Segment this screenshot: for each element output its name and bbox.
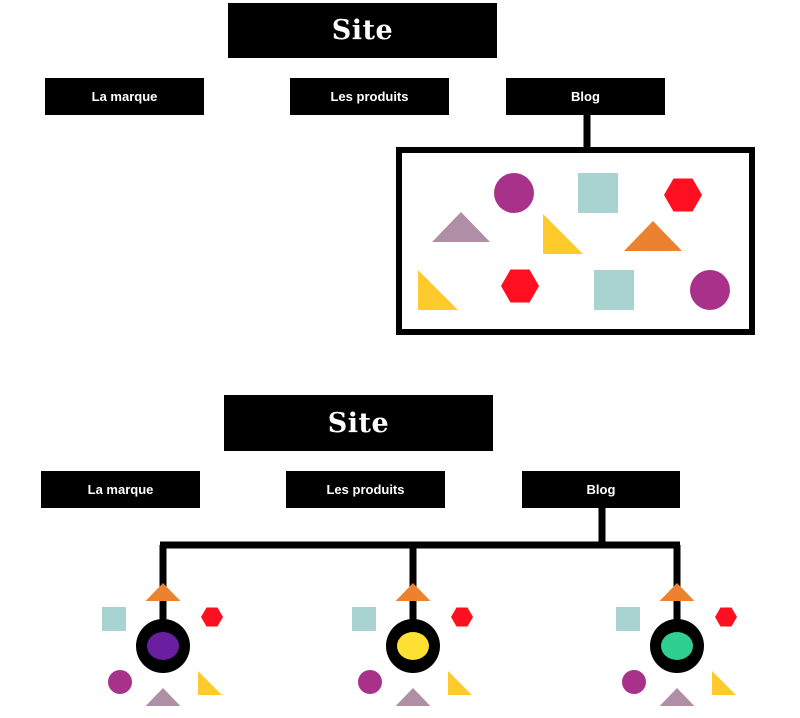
right-triangle-shape <box>448 671 472 695</box>
nav-blog-bottom: Blog <box>522 471 680 508</box>
nav-la-marque-top: La marque <box>45 78 204 115</box>
right-triangle-shape <box>712 671 736 695</box>
tree-connectors <box>159 508 681 622</box>
nav-les-produits-bottom: Les produits <box>286 471 445 508</box>
triangle-shape <box>659 583 695 601</box>
circle-shape <box>494 173 534 213</box>
square-shape <box>352 607 376 631</box>
hexagon-shape <box>664 178 702 212</box>
hexagon-shape <box>501 269 539 303</box>
circle-shape <box>358 670 382 694</box>
triangle-shape <box>145 583 181 601</box>
square-shape <box>578 173 618 213</box>
node-core <box>147 632 179 660</box>
hexagon-shape <box>715 607 737 627</box>
triangle-shape <box>145 688 181 706</box>
circle-shape <box>108 670 132 694</box>
circle-shape <box>690 270 730 310</box>
hexagon-shape <box>451 607 473 627</box>
content-shapes <box>418 173 730 310</box>
right-triangle-shape <box>198 671 222 695</box>
nav-blog-top: Blog <box>506 78 665 115</box>
right-triangle-shape <box>543 214 583 254</box>
triangle-shape <box>432 212 490 242</box>
node-core <box>661 632 693 660</box>
square-shape <box>616 607 640 631</box>
hexagon-shape <box>201 607 223 627</box>
triangle-shape <box>659 688 695 706</box>
site-title-box-bottom: Site <box>224 395 493 451</box>
cluster-1 <box>102 583 223 706</box>
cluster-2 <box>352 583 473 706</box>
triangle-shape <box>624 221 682 251</box>
triangle-shape <box>395 688 431 706</box>
site-title-box-top: Site <box>228 3 497 58</box>
clusters <box>102 583 737 706</box>
circle-shape <box>622 670 646 694</box>
right-triangle-shape <box>418 270 458 310</box>
cluster-3 <box>616 583 737 706</box>
nav-les-produits-top: Les produits <box>290 78 449 115</box>
triangle-shape <box>395 583 431 601</box>
nav-la-marque-bottom: La marque <box>41 471 200 508</box>
node-core <box>397 632 429 660</box>
square-shape <box>594 270 634 310</box>
square-shape <box>102 607 126 631</box>
